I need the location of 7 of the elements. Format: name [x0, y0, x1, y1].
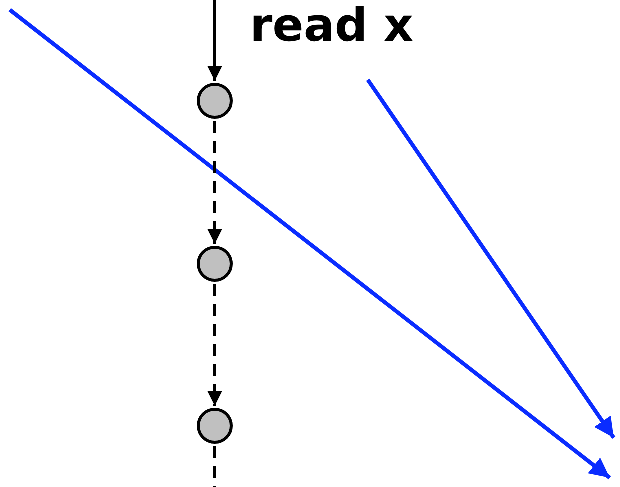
state-circle: [197, 408, 233, 444]
state-circle: [197, 246, 233, 282]
state-circle: [197, 83, 233, 119]
arrow: [208, 121, 222, 244]
arrow: [208, 0, 222, 81]
edge-label: read x: [250, 2, 414, 48]
arrow: [208, 284, 222, 406]
